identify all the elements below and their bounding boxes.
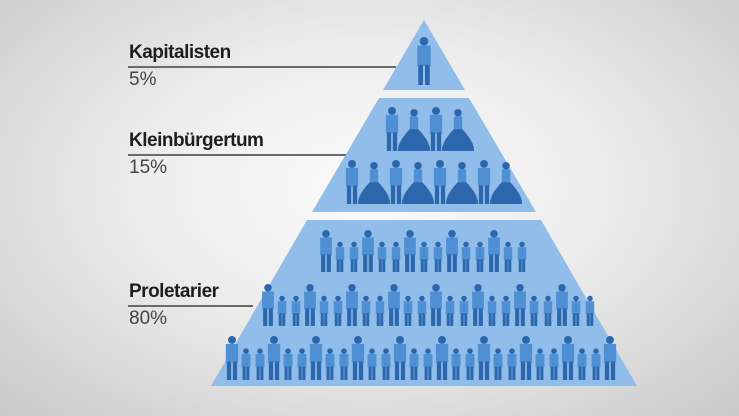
bourgeois-man-figure — [389, 160, 403, 204]
proletarian-figure — [362, 230, 374, 272]
proletarian-figure — [543, 295, 553, 326]
proletarian-figure — [493, 348, 503, 380]
proletarian-figure — [409, 348, 419, 380]
woman-figure — [489, 162, 523, 204]
proletarian-figure — [391, 241, 401, 272]
woman-figure — [397, 109, 431, 151]
woman-figure — [441, 109, 475, 151]
proletarian-figure — [423, 348, 433, 380]
woman-figure — [445, 162, 479, 204]
proletarian-figure — [367, 348, 377, 380]
proletarier-label: Proletarier — [129, 281, 219, 302]
proletarian-figure — [503, 241, 513, 272]
proletarian-figure — [591, 348, 601, 380]
proletarian-figure — [349, 241, 359, 272]
proletarian-figure — [585, 295, 595, 326]
proletarian-figure — [403, 295, 413, 326]
bourgeois-man-figure — [433, 160, 447, 204]
proletarian-figure — [309, 336, 323, 380]
bourgeois-man-figure — [345, 160, 359, 204]
proletarian-figure — [339, 348, 349, 380]
proletarian-figure — [361, 295, 371, 326]
proletarian-figure — [459, 295, 469, 326]
proletarian-figure — [451, 348, 461, 380]
capitalist-figure — [417, 37, 431, 85]
proletarian-figure — [225, 336, 239, 380]
woman-figure — [401, 162, 435, 204]
proletarian-figure — [461, 241, 471, 272]
kapitalisten-percent: 5% — [129, 69, 157, 90]
proletarian-figure — [514, 284, 526, 326]
proletarian-figure — [377, 241, 387, 272]
proletarian-figure — [446, 230, 458, 272]
proletarian-figure — [445, 295, 455, 326]
bourgeois-man-figure — [385, 107, 399, 151]
proletarian-figure — [433, 241, 443, 272]
bourgeois-man-figure — [429, 107, 443, 151]
proletarian-figure — [577, 348, 587, 380]
proletarian-figure — [561, 336, 575, 380]
proletarian-figure — [333, 295, 343, 326]
proletarian-figure — [472, 284, 484, 326]
proletarian-figure — [291, 295, 301, 326]
proletarian-figure — [381, 348, 391, 380]
proletarian-figure — [346, 284, 358, 326]
proletarian-figure — [375, 295, 385, 326]
proletarian-figure — [477, 336, 491, 380]
proletarian-figure — [297, 348, 307, 380]
proletarian-figure — [475, 241, 485, 272]
kapitalisten-label: Kapitalisten — [129, 42, 231, 63]
proletarian-figure — [277, 295, 287, 326]
proletarier-leader-line — [128, 305, 253, 307]
proletarian-figure — [255, 348, 265, 380]
kapitalisten-leader-line — [128, 66, 396, 68]
proletarian-figure — [507, 348, 517, 380]
proletarian-figure — [603, 336, 617, 380]
woman-figure — [357, 162, 391, 204]
proletarian-figure — [556, 284, 568, 326]
proletarian-figure — [304, 284, 316, 326]
proletarian-figure — [388, 284, 400, 326]
proletarian-figure — [517, 241, 527, 272]
proletarian-figure — [335, 241, 345, 272]
kleinbuergertum-leader-line — [128, 154, 346, 156]
proletarian-figure — [241, 348, 251, 380]
kleinbuergertum-percent: 15% — [129, 157, 168, 178]
proletarian-figure — [393, 336, 407, 380]
proletarian-figure — [435, 336, 449, 380]
kleinbuergertum-label: Kleinbürgertum — [129, 130, 264, 151]
bourgeois-man-figure — [477, 160, 491, 204]
proletarian-figure — [571, 295, 581, 326]
proletarian-figure — [488, 230, 500, 272]
proletarian-figure — [320, 230, 332, 272]
proletarian-figure — [430, 284, 442, 326]
proletarian-figure — [487, 295, 497, 326]
proletarian-figure — [404, 230, 416, 272]
proletarian-figure — [351, 336, 365, 380]
proletarian-figure — [519, 336, 533, 380]
proletarian-figure — [549, 348, 559, 380]
proletarian-figure — [529, 295, 539, 326]
proletarian-figure — [465, 348, 475, 380]
proletarian-figure — [535, 348, 545, 380]
proletarian-figure — [267, 336, 281, 380]
proletarian-figure — [419, 241, 429, 272]
proletarian-figure — [319, 295, 329, 326]
proletarian-figure — [283, 348, 293, 380]
proletarian-figure — [262, 284, 274, 326]
proletarian-figure — [325, 348, 335, 380]
proletarian-figure — [417, 295, 427, 326]
proletarier-percent: 80% — [129, 308, 168, 329]
proletarian-figure — [501, 295, 511, 326]
